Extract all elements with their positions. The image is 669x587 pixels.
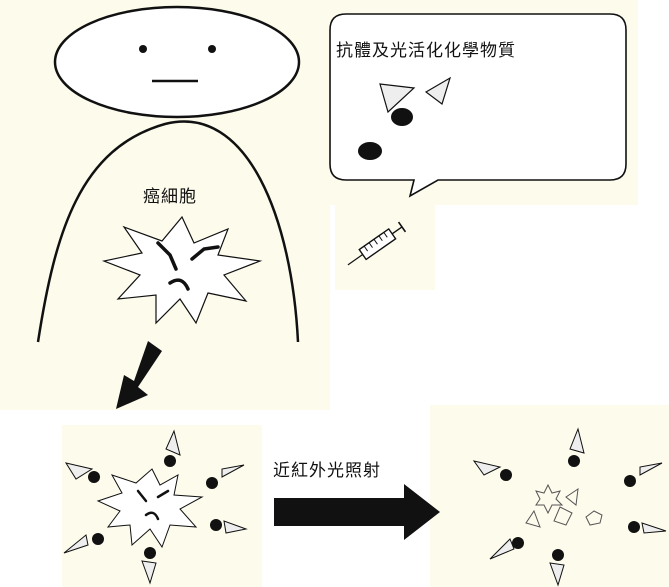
before-scene [63,429,248,585]
antibody-conjugate-icon [210,519,248,534]
head [53,5,301,119]
right-eye [208,45,216,53]
antibody-conjugate-icon [624,462,663,487]
after-panel [430,405,669,587]
antibody-dot [391,108,413,126]
antibody-conjugate-icon [472,460,512,481]
antibody-conjugate-icon [549,549,565,587]
speech-bubble [329,13,627,198]
triangle-chemical [379,83,416,114]
right-arrow [274,484,440,540]
cancer-cell-label: 癌細胞 [143,187,197,207]
syringe-icon [347,221,407,266]
antibody-conjugate-icon [489,537,524,560]
fragment-icon [535,483,564,515]
fragment-icon [565,487,579,506]
fragment-icon [553,506,573,526]
fragment-icon [525,509,541,528]
syringe-panel [335,205,435,290]
antibody-conjugate-icon [568,427,585,467]
left-eye [139,45,147,53]
antibody-conjugate-icon [141,547,157,585]
cancer-cell-icon [101,215,263,325]
bubble-label: 抗體及光活化化學物質 [336,41,516,61]
after-scene [472,427,667,587]
antibody-conjugate-icon [164,429,181,467]
antibody-conjugate-icon [628,521,667,534]
fragment-icon [585,510,603,526]
antibody-dot [358,142,382,160]
triangle-chemical [424,76,452,105]
body-outline [36,120,300,343]
antibody-conjugate-icon [63,533,104,554]
cancer-cell-small [96,468,204,549]
arrow-label: 近紅外光照射 [273,461,381,481]
antibody-conjugate-icon [64,462,100,483]
down-arrow [116,341,162,409]
antibody-conjugate-icon [206,464,245,489]
